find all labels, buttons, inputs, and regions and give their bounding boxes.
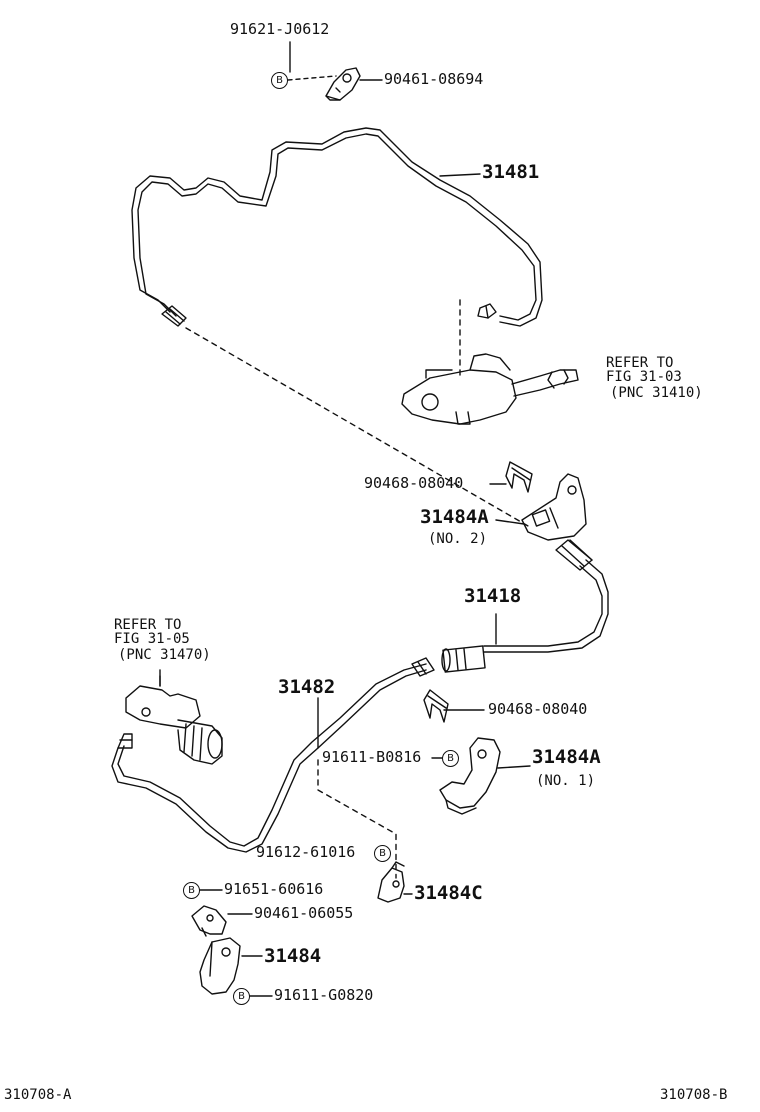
bracket-c-shape — [377, 861, 405, 903]
bracket-no1-shape — [439, 737, 501, 815]
tube-31482-shape — [111, 657, 435, 853]
leader-top-bolt — [287, 75, 337, 81]
dashed-link-lower — [317, 759, 397, 879]
label-91611-b0816: 91611-B0816 — [322, 748, 422, 766]
label-91651-60616: 91651-60616 — [224, 880, 324, 898]
label-90468-08040-lower: 90468-08040 — [488, 700, 588, 718]
label-31482: 31482 — [278, 676, 336, 698]
note-no1: (NO. 1) — [536, 773, 596, 789]
note-no2: (NO. 2) — [428, 531, 488, 547]
label-90461-08694: 90461-08694 — [384, 70, 484, 88]
leader-31484a-no2 — [495, 519, 525, 525]
clip-upper-shape — [505, 461, 533, 493]
bracket-no2-shape — [521, 473, 587, 541]
badge-b-no1: B — [442, 750, 459, 767]
refer-master-line2: FIG 31-03 — [606, 369, 682, 385]
refer-release-line1: REFER TO — [114, 617, 182, 633]
leader-31481 — [439, 173, 481, 177]
badge-b-lower-left: B — [183, 882, 200, 899]
refer-release-line2: FIG 31-05 — [114, 631, 190, 647]
master-cylinder-shape — [401, 353, 579, 425]
tube-31481-shape — [131, 127, 543, 327]
label-90468-08040-upper: 90468-08040 — [364, 474, 464, 492]
label-90461-06055: 90461-06055 — [254, 904, 354, 922]
label-91611-g0820: 91611-G0820 — [274, 986, 374, 1004]
label-91612-61016: 91612-61016 — [256, 843, 356, 861]
leader-31484a-no1 — [497, 765, 531, 769]
footer-code-left: 310708-A — [4, 1087, 72, 1103]
hose-31418-shape — [441, 539, 609, 673]
refer-master-line3: (PNC 31410) — [610, 385, 703, 401]
label-31484a-no1: 31484A — [532, 746, 601, 768]
label-31481: 31481 — [482, 161, 540, 183]
refer-release-line3: (PNC 31470) — [118, 647, 211, 663]
clip-lower-shape — [423, 689, 449, 723]
badge-b-top: B — [271, 72, 288, 89]
label-31484c: 31484C — [414, 882, 483, 904]
label-91621-j0612: 91621-J0612 — [230, 20, 330, 38]
label-31418: 31418 — [464, 585, 522, 607]
clamp-90461-08694-shape — [325, 67, 361, 101]
release-cylinder-shape — [125, 675, 223, 765]
badge-b-bottom: B — [233, 988, 250, 1005]
label-31484a-no2: 31484A — [420, 506, 489, 528]
dashed-link-upper — [185, 327, 529, 527]
bracket-lower-shape — [199, 937, 241, 995]
badge-b-c: B — [374, 845, 391, 862]
clamp-lower-shape — [191, 905, 227, 937]
refer-master-line1: REFER TO — [606, 355, 674, 371]
label-31484: 31484 — [264, 945, 322, 967]
footer-code-right: 310708-B — [660, 1087, 728, 1103]
